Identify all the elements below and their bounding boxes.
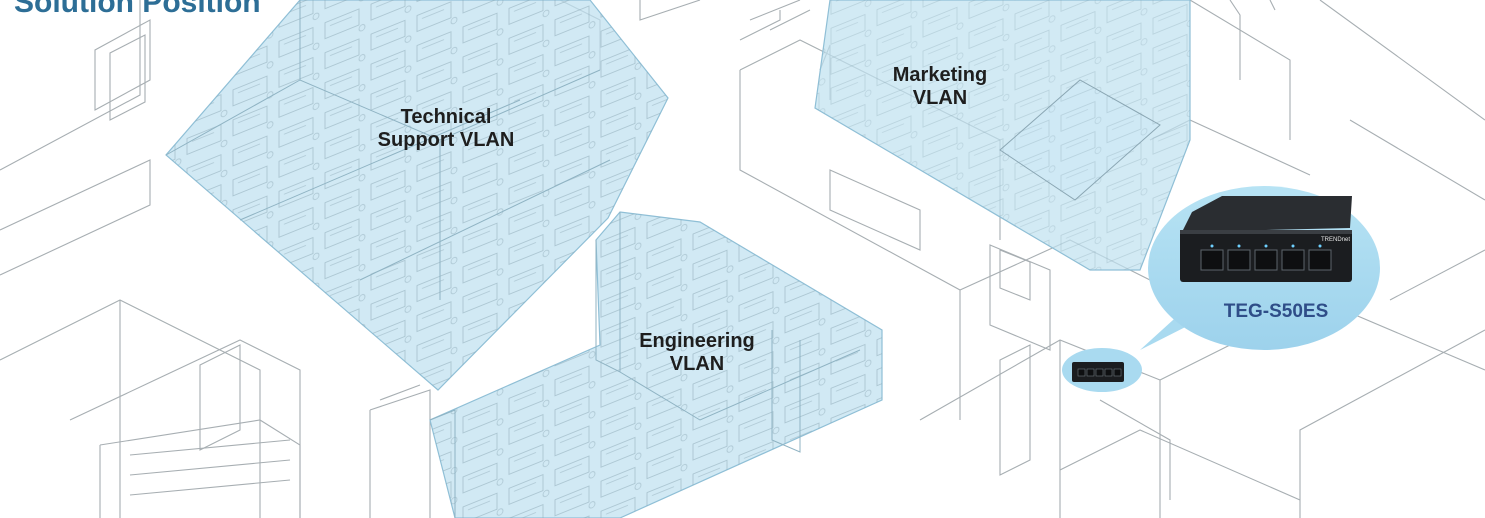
- tech-support-vlan-zone: [165, 0, 669, 391]
- switch-illustration: TRENDnet: [1180, 196, 1352, 282]
- switch-brand-text: TRENDnet: [1321, 237, 1350, 243]
- marketing-vlan-zone: [814, 0, 1191, 271]
- tech-support-vlan-label: Technical Support VLAN: [377, 106, 515, 151]
- engineering-vlan-zone: [429, 211, 883, 518]
- small-switch-callout-origin: [1062, 348, 1142, 392]
- page-heading: Solution Position: [14, 0, 261, 19]
- marketing-vlan-label: Marketing VLAN: [892, 64, 988, 109]
- switch-model-label: TEG-S50ES: [1223, 301, 1329, 322]
- engineering-vlan-label: Engineering VLAN: [639, 330, 755, 375]
